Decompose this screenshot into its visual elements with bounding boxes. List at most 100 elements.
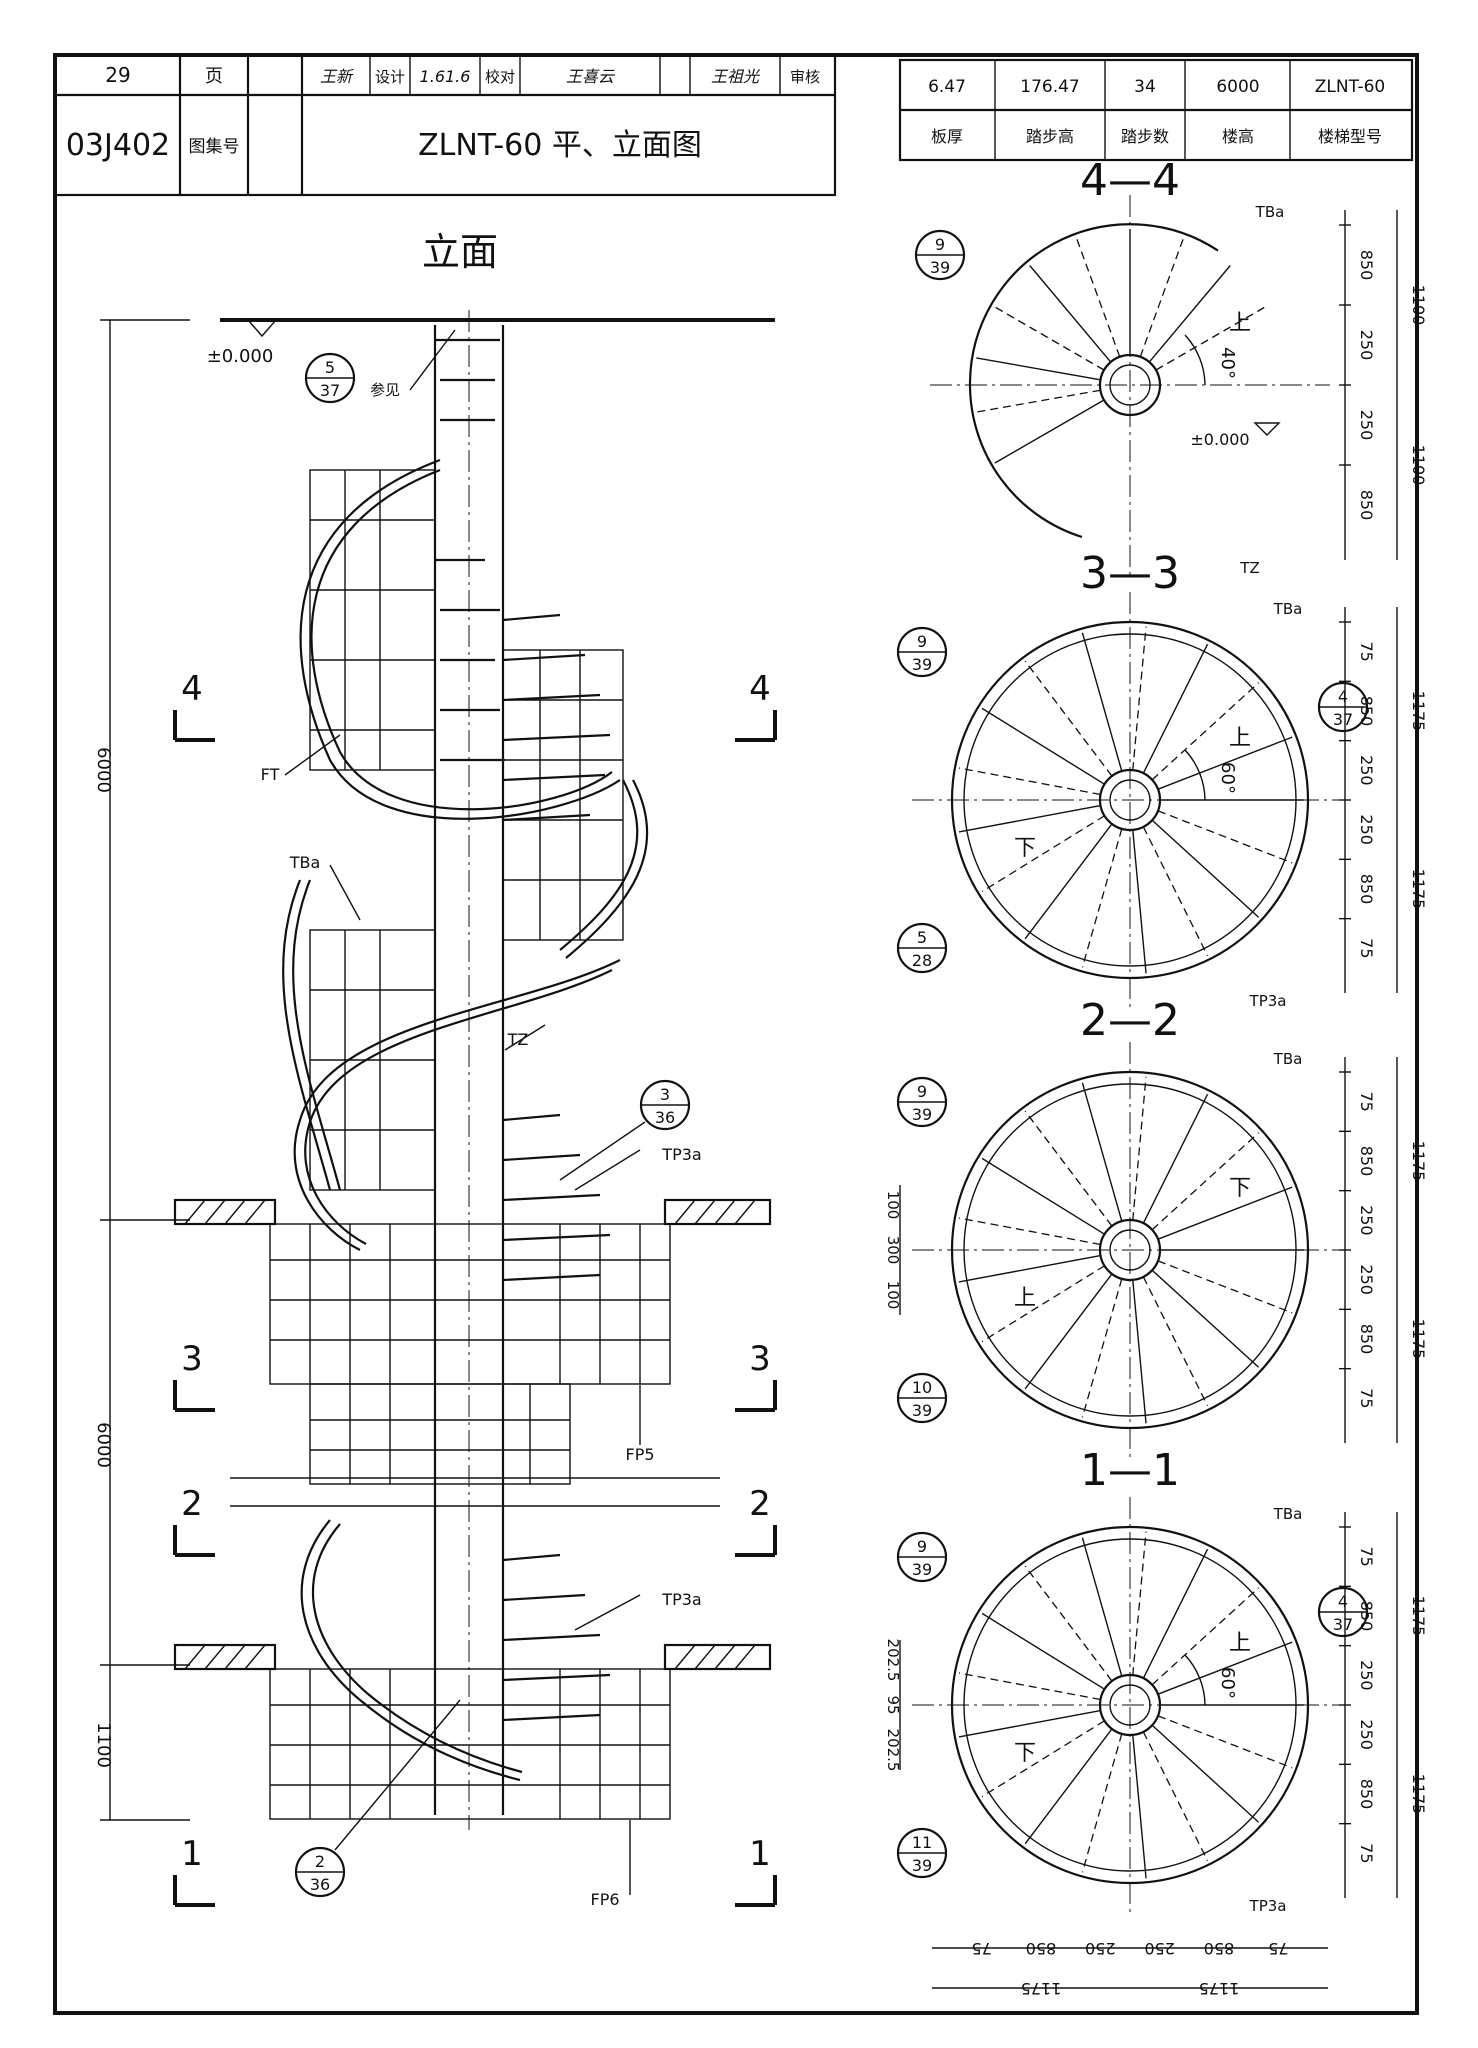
frame-under-lower-slab: [269, 1668, 671, 1820]
svg-text:3: 3: [660, 1085, 670, 1104]
plan-callout-bottom: 39: [912, 1856, 932, 1875]
tread-line: [958, 1217, 1101, 1246]
dim-right-text: 250: [1357, 1205, 1376, 1236]
tread-line: [958, 1254, 1101, 1283]
tread-line: [976, 389, 1101, 413]
dim-left-text: 95: [884, 1695, 902, 1714]
angle-arc: [1184, 749, 1206, 801]
plan-label: TBa: [1255, 203, 1285, 221]
plan-callout-top: 4: [1338, 687, 1348, 706]
page-number: 29: [105, 63, 130, 87]
section-mark-1-right: 1: [749, 1834, 771, 1874]
plan-callout-top: 9: [917, 1537, 927, 1556]
plan-callout-bottom: 39: [912, 655, 932, 674]
svg-text:36: 36: [655, 1108, 675, 1127]
angle-arc: [1184, 1654, 1206, 1706]
plan-callout-top: 10: [912, 1378, 932, 1397]
tread-line: [1157, 1186, 1293, 1240]
plan-callout-bottom: 37: [1333, 710, 1353, 729]
dim-bottom-text: 250: [1144, 1939, 1175, 1958]
spec-header-1: 楼高: [1222, 127, 1254, 146]
signature-2: 王喜云: [566, 67, 616, 86]
elevation-title: 立面: [422, 230, 498, 274]
treads-upper: [435, 338, 505, 762]
page-label: 页: [205, 66, 223, 87]
tread-line: [958, 1709, 1101, 1738]
dim-right-text: 250: [1357, 1264, 1376, 1295]
tread-line: [1142, 1731, 1209, 1862]
plan-callout: 939: [914, 229, 966, 281]
signature-4: 王新: [320, 67, 354, 86]
tread-line: [1157, 736, 1293, 790]
atlas-number: 03J402: [66, 128, 170, 163]
plan-3: 2—2下上TBa93910397585025025085075117511751…: [884, 995, 1428, 1458]
tread-line: [1081, 1537, 1123, 1677]
section-mark-2-right: 2: [749, 1484, 771, 1524]
dim-right-text: 850: [1357, 1146, 1376, 1177]
tread-line: [1081, 1082, 1123, 1222]
tread-line: [1151, 1132, 1260, 1231]
tread-line: [1151, 1724, 1260, 1823]
handrail-lower: [293, 959, 621, 1251]
spec-table: ZLNT-60 6000 34 176.47 6.47 楼梯型号 楼高 踏步数 …: [898, 58, 1414, 162]
tread-line: [981, 707, 1105, 785]
tread-line: [1151, 1269, 1260, 1368]
section-mark-2-left: 2: [181, 1484, 203, 1524]
label-tba: TBa: [289, 853, 321, 872]
tread-line: [958, 1672, 1101, 1701]
spec-row-cell-2: 34: [1134, 77, 1156, 97]
dim-bottom-text: 75: [1268, 1939, 1288, 1958]
dim-total-text: 1175: [1409, 1141, 1428, 1182]
tread-line: [1132, 1531, 1147, 1676]
dim-total-text: 1175: [1409, 1319, 1428, 1360]
tread-line: [1157, 1260, 1293, 1314]
dim-right-text: 850: [1357, 1324, 1376, 1355]
callout-3-36: 3 36: [559, 1079, 691, 1181]
dim-left-text: 100: [884, 1281, 902, 1310]
plan-outer-arc: [968, 223, 1219, 386]
tread-line: [981, 1612, 1105, 1690]
dim-right-text: 850: [1357, 490, 1376, 521]
tread-line: [1157, 1715, 1293, 1769]
dim-right-text: 250: [1357, 330, 1376, 361]
tread-line: [1024, 1565, 1113, 1682]
dim-right-text: 250: [1357, 410, 1376, 441]
dim-bottom-total-text: 1175: [1199, 1979, 1240, 1998]
floor-slab-upper: [173, 1198, 772, 1226]
section-mark-3-right: 3: [749, 1339, 771, 1379]
svg-text:37: 37: [320, 381, 340, 400]
dim-elev-1: 6000: [93, 747, 114, 793]
plan-callout-bottom: 37: [1333, 1615, 1353, 1634]
dim-bottom-text: 850: [1026, 1939, 1057, 1958]
plan-outer-arc-2: [968, 384, 1083, 539]
dim-right-text: 75: [1357, 1091, 1376, 1111]
plan-label: TP3a: [1249, 992, 1287, 1010]
elevation-view: 立面 ±0.000 6000 6000 1100: [93, 230, 777, 1909]
section-mark-1-left: 1: [181, 1834, 203, 1874]
dim-right-text: 75: [1357, 1546, 1376, 1566]
dim-bottom-text: 75: [971, 1939, 991, 1958]
callout-2-36: 2 36: [294, 1699, 461, 1898]
plan-callout-top: 11: [912, 1833, 932, 1852]
tread-line: [1132, 626, 1147, 771]
dim-right-text: 850: [1357, 1779, 1376, 1810]
section-mark-4-left: 4: [181, 669, 203, 709]
tread-line: [1132, 829, 1147, 974]
dim-right-text: 75: [1357, 1843, 1376, 1863]
dim-total-text: 1175: [1409, 869, 1428, 910]
atlas-label: 图集号: [189, 137, 240, 157]
level-mark-text: ±0.000: [207, 346, 274, 367]
tread-line: [1132, 1734, 1147, 1879]
drawing-title: ZLNT-60 平、立面图: [418, 128, 702, 163]
dim-left-text: 202.5: [884, 1729, 902, 1772]
dim-total-text: 1100: [1409, 285, 1428, 326]
tread-line: [958, 804, 1101, 833]
tread-line: [994, 306, 1105, 371]
label-fp5: FP5: [625, 1445, 654, 1464]
angle-label: 60°: [1217, 762, 1238, 794]
tread-line: [1155, 306, 1266, 371]
dim-total-text: 1175: [1409, 691, 1428, 732]
plan-label: TBa: [1273, 1505, 1303, 1523]
